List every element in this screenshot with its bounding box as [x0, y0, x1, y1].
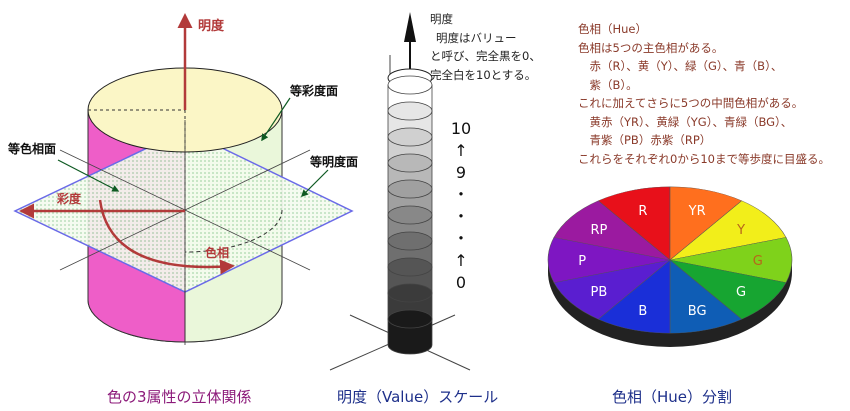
hue-line: これに加えてさらに5つの中間色相がある。: [578, 96, 804, 110]
hue-line: これらをそれぞれ0から10まで等歩度に目盛る。: [578, 151, 830, 166]
cylinder-caption: 色の3属性の立体関係: [107, 388, 252, 406]
value-number: ↑: [454, 141, 468, 160]
hue-label: 色相: [205, 245, 229, 260]
value-number: 9: [455, 163, 467, 182]
hue-line: 赤（R）、黄（Y）、緑（G）、青（B）、: [578, 59, 783, 73]
hue-segment-label: G: [753, 254, 763, 269]
value-number: ・: [452, 185, 469, 204]
value-scale-diagram: [329, 12, 471, 371]
value-number: ・: [452, 229, 469, 248]
hue-segment-label: YR: [688, 204, 706, 219]
hue-segment-label: G: [736, 285, 746, 300]
hue-segment-label: R: [638, 204, 647, 219]
hue-arrow: [98, 199, 235, 275]
value-level-top: [387, 179, 433, 199]
chroma-plane-label: 等彩度面: [289, 83, 338, 98]
value-level-top: [387, 257, 433, 277]
value-level-top: [387, 231, 433, 251]
value-scale-description: 明度 明度はバリュー と呼び、完全黒を0、 完全白を10とする。: [430, 10, 541, 84]
value-scale-title: 明度: [430, 12, 453, 26]
value-level-top: [387, 283, 433, 303]
value-number: 10: [450, 119, 472, 138]
chroma-label: 彩度: [56, 191, 82, 206]
value-number: ・: [452, 207, 469, 226]
value-level-top: [387, 101, 433, 121]
value-level-top: [387, 205, 433, 225]
value-level-top: [387, 153, 433, 173]
hue-line: 紫（B）。: [578, 77, 638, 92]
value-number: ↑: [454, 251, 468, 270]
hue-line: 黄赤（YR）、黄緑（YG）、青緑（BG）、: [578, 114, 793, 129]
hue-segment-label: BG: [688, 304, 707, 319]
value-plane-label: 等明度面: [309, 154, 358, 169]
hue-segment-label: B: [638, 304, 647, 319]
value-level-top: [387, 127, 433, 147]
value-scale-caption: 明度（Value）スケール: [337, 388, 499, 406]
hue-segment: [553, 200, 671, 261]
value-number: 0: [455, 273, 467, 292]
hue-wheel-diagram: R YR Y G G BG B PB P RP: [547, 186, 793, 347]
color-solid-diagram: 明度 等色相面 等彩度面 等明度面 彩度 色相: [7, 13, 358, 345]
hue-line: 青紫（PB）赤紫（RP）: [578, 133, 712, 147]
value-desc-line: 完全白を10とする。: [430, 67, 537, 82]
hue-wheel-caption: 色相（Hue）分割: [612, 388, 733, 406]
value-level-top: [387, 75, 433, 95]
value-desc-line: と呼び、完全黒を0、: [430, 49, 541, 63]
hue-segment-label: Y: [736, 223, 745, 238]
hue-line: 色相（Hue）: [578, 22, 648, 36]
hue-segment-label: RP: [590, 223, 607, 238]
hue-description: 色相（Hue） 色相は5つの主色相がある。 赤（R）、黄（Y）、緑（G）、青（B…: [578, 20, 846, 168]
value-level-disk: [387, 318, 433, 355]
hue-segment-label: PB: [591, 285, 608, 300]
hue-line: 色相は5つの主色相がある。: [578, 40, 724, 55]
value-numbers: 10 ↑ 9 ・ ・ ・ ↑ 0: [446, 118, 476, 294]
hue-segment-label: P: [578, 254, 586, 269]
value-level-top: [387, 309, 433, 329]
value-scale-arrow: [404, 12, 416, 42]
value-desc-line: 明度はバリュー: [436, 30, 517, 45]
value-axis-label: 明度: [198, 18, 225, 34]
hue-plane-label: 等色相面: [7, 141, 56, 156]
